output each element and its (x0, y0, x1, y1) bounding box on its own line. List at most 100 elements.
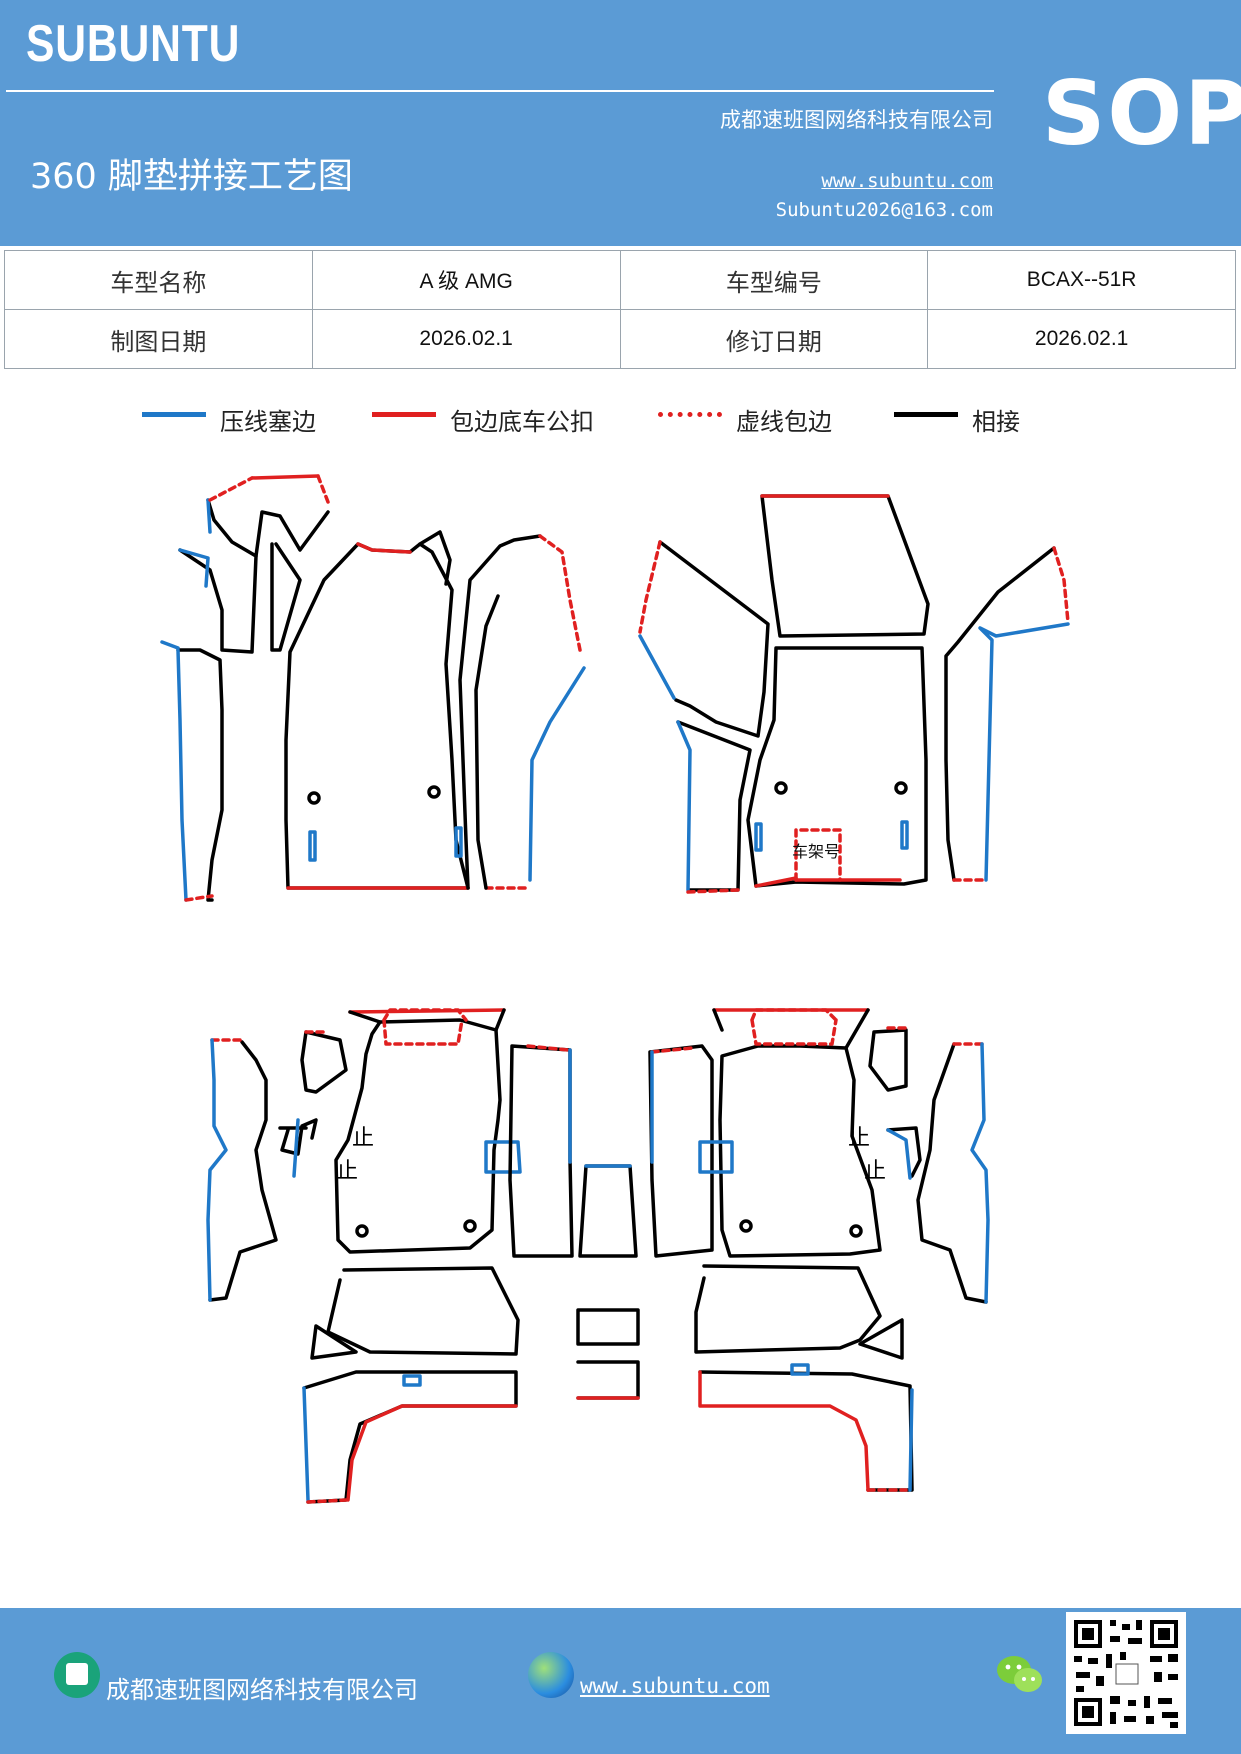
mat-edge-blue (528, 666, 586, 882)
mat-edge-red-dashed (638, 540, 662, 634)
mat-edge-red (356, 542, 412, 554)
mat-piece-tunnel-box2 (576, 1360, 640, 1400)
mat-piece-rear-right-strip (916, 1042, 988, 1304)
mat-piece-rear-right-wedge (858, 1318, 904, 1360)
draw-date-value: 2026.02.1 (311, 309, 621, 369)
mat-hole (355, 1224, 369, 1238)
legend-swatch (894, 412, 958, 417)
mat-hole (463, 1219, 477, 1233)
mat-hole (307, 791, 321, 805)
mat-edge-blue (206, 498, 212, 534)
mat-piece-sill-left (458, 534, 542, 890)
legend-swatch (658, 412, 722, 417)
mat-edge-blue (292, 1118, 300, 1178)
mat-edge-red (346, 1404, 518, 1502)
mat-piece-rear-right-small (868, 1028, 908, 1092)
line-legend: 压线塞边 包边底车公扣 虚线包边 相接 (0, 400, 1241, 440)
mat-hole (894, 781, 908, 795)
mat-piece-rear-right-inner (648, 1044, 714, 1258)
mat-hole (739, 1219, 753, 1233)
mat-edge-blue (978, 622, 1070, 882)
sop-badge: SOP (1042, 62, 1241, 165)
stop-mark: 止 (864, 1159, 886, 1184)
mat-piece-upper-left (178, 498, 258, 654)
mat-piece-upper-left-b (254, 510, 330, 652)
mat-piece-dash (760, 494, 930, 638)
mat-edge-blue (698, 1140, 734, 1174)
mat-piece-rear-right-lower (694, 1264, 882, 1354)
mat-clip (402, 1374, 422, 1387)
mat-edge-red (754, 876, 798, 888)
header-divider (6, 90, 994, 92)
draw-date-label: 制图日期 (4, 309, 313, 369)
wechat-icon[interactable] (996, 1652, 1044, 1696)
table-row: 车型名称 A 级 AMG 车型编号 BCAX--51R (4, 250, 1236, 310)
mat-edge-red-dashed (794, 828, 842, 882)
mat-clip (754, 822, 763, 852)
table-row: 制图日期 2026.02.1 修订日期 2026.02.1 (4, 309, 1236, 369)
revision-date-value: 2026.02.1 (927, 309, 1236, 369)
mat-piece-tunnel (578, 1164, 638, 1258)
header-email[interactable]: Subuntu2026@163.com (775, 199, 993, 221)
mat-edge-blue (302, 1386, 310, 1502)
mat-piece-rear-left-wedge (310, 1324, 358, 1360)
mat-edge-blue (160, 640, 180, 650)
mat-clip (790, 1363, 810, 1376)
mat-edge-red (698, 1370, 870, 1492)
mat-edge-blue (176, 648, 188, 902)
mat-hole (427, 785, 441, 799)
globe-icon (528, 1652, 574, 1698)
mat-edge-red-dashed (306, 1498, 348, 1504)
mat-edge-blue (908, 1388, 914, 1492)
mat-edge-red (250, 474, 320, 480)
footer-company-name: 成都速班图网络科技有限公司 (106, 1676, 418, 1704)
mat-hole (849, 1224, 863, 1238)
footer-website-link[interactable]: www.subuntu.com (580, 1674, 770, 1698)
legend-swatch (142, 412, 206, 417)
mat-edge-red-dashed (208, 476, 254, 502)
mat-piece-rear-left-bottom (302, 1370, 518, 1504)
company-icon (54, 1652, 100, 1698)
model-name-value: A 级 AMG (311, 250, 621, 310)
brand-logo-text: SUBUNTU (26, 15, 241, 73)
mat-edge-blue (484, 1140, 522, 1174)
mat-piece-rear-right-top (712, 1008, 870, 1050)
stop-mark: 止 (352, 1126, 374, 1151)
page-footer: 成都速班图网络科技有限公司 www.subuntu.com (0, 1608, 1241, 1754)
legend-label: 压线塞边 (220, 408, 316, 436)
model-code-value: BCAX--51R (927, 250, 1236, 310)
qr-code[interactable] (1066, 1612, 1186, 1734)
legend-label: 包边底车公扣 (450, 408, 594, 436)
page-title: 360 脚垫拼接工艺图 (30, 157, 353, 197)
stop-mark: 止 (848, 1126, 870, 1151)
mat-piece-rear-right-bottom (698, 1370, 914, 1492)
mat-edge-red-dashed (526, 1044, 570, 1052)
mat-piece-rear-left-strip (208, 1040, 278, 1302)
mat-edge-red-dashed (538, 534, 582, 652)
mat-piece-driver-flap (418, 530, 452, 586)
mat-piece-rear-left-small (300, 1030, 348, 1094)
mat-edge-red-dashed (382, 1008, 468, 1046)
mat-piece-sill-right (944, 546, 1056, 882)
mat-edge-red-dashed (686, 888, 740, 894)
mat-edge-blue (638, 634, 676, 700)
floor-mat-diagram: 车架号 止 止 (160, 474, 1070, 1504)
mat-piece-rear-right-tab (886, 1126, 922, 1178)
vin-label: 车架号 (792, 842, 840, 861)
mat-edge-blue (178, 548, 210, 588)
mat-edge-red-dashed (1052, 546, 1070, 624)
mat-edge-red-dashed (316, 474, 330, 504)
mat-piece-rear-right-main (718, 1044, 882, 1258)
mat-piece-passenger (746, 646, 928, 888)
mat-clip (454, 826, 463, 858)
header-website-link[interactable]: www.subuntu.com (821, 170, 993, 192)
vehicle-info-table: 车型名称 A 级 AMG 车型编号 BCAX--51R 制图日期 2026.02… (4, 250, 1236, 369)
mat-edge-blue (970, 1042, 990, 1304)
legend-label: 相接 (972, 408, 1020, 436)
legend-swatch (372, 412, 436, 417)
mat-piece-sill-left-b (474, 594, 500, 890)
model-code-label: 车型编号 (619, 250, 929, 310)
mat-piece-rear-left-lower (326, 1266, 520, 1356)
header-company-name: 成都速班图网络科技有限公司 (720, 108, 993, 132)
mat-edge-red-dashed (184, 894, 214, 902)
